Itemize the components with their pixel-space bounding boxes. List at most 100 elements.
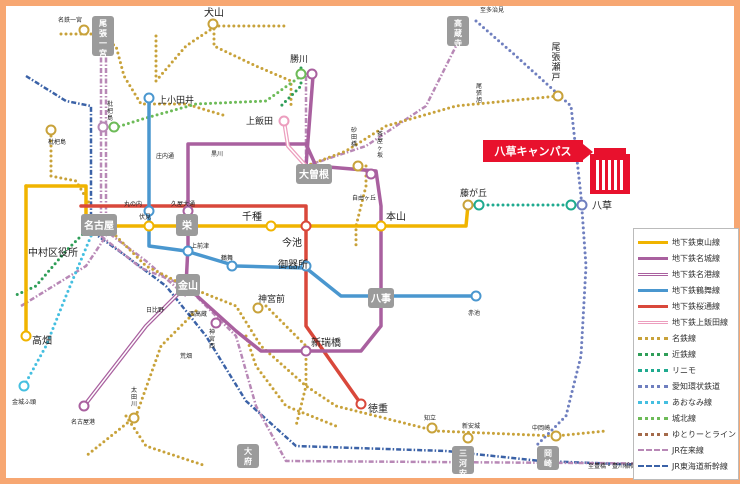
station-tsurumai — [226, 260, 238, 272]
box-sakae[interactable]: 栄 — [176, 214, 198, 236]
box-mikawa-anjo-char: 河 — [459, 458, 467, 468]
station-chiryu — [426, 422, 438, 434]
label-biwajima-char: 枇 — [107, 100, 113, 108]
station-takabata — [20, 330, 32, 342]
station-yakusa — [576, 199, 588, 211]
legend-item: ゆとりーとライン — [638, 427, 736, 441]
station-tokushige — [355, 398, 367, 410]
jr-tokaido-line — [99, 26, 727, 466]
box-obu[interactable]: 大府 — [237, 444, 259, 468]
label-shonai-dori: 庄内通 — [156, 152, 174, 160]
legend-label: 地下鉄名港線 — [672, 269, 720, 279]
legend-swatch — [638, 304, 668, 308]
campus-building-icon — [590, 148, 630, 194]
label-motoyama: 本山 — [386, 210, 406, 223]
label-sunadabashi-char: 橋 — [351, 140, 357, 148]
box-kozoji-char: 蔵 — [453, 28, 462, 38]
station-ota — [128, 412, 140, 424]
box-mikawa-anjo-bg — [452, 446, 474, 474]
box-okazaki-bg — [537, 446, 559, 470]
station-kamimaezu — [182, 245, 194, 257]
legend-swatch — [638, 288, 668, 292]
box-kanayama-bg — [176, 274, 200, 296]
box-obu-bg — [237, 444, 259, 468]
box-kozoji-char: 寺 — [454, 38, 462, 48]
legend-label: 愛知環状鉄道 — [672, 381, 720, 391]
label-jingu-nishi-char: 神 — [209, 328, 215, 336]
station-motoyama — [375, 220, 387, 232]
label-sunadabashi-char: 砂 — [351, 126, 357, 134]
station-nishi-takakura — [210, 317, 222, 329]
label-tsurumai: 鶴舞 — [221, 254, 233, 262]
label-sunadabashi: 砂田橋 — [351, 126, 357, 148]
station-katsukawa — [306, 68, 318, 80]
box-ozone-label: 大曽根 — [299, 168, 329, 181]
label-hibino: 日比野 — [146, 306, 164, 314]
label-toyohashi: 至豊橋・豊川稲荷 — [588, 462, 636, 470]
box-nagoya[interactable]: 名古屋 — [81, 214, 117, 236]
box-owari-ichinomiya-char: 宮 — [99, 48, 107, 58]
meijo-north — [304, 74, 315, 168]
campus-badge[interactable]: 八草キャンパス — [483, 140, 583, 162]
legend-label: 地下鉄鶴舞線 — [672, 285, 720, 295]
box-kozoji[interactable]: 高蔵寺 — [447, 16, 469, 48]
station-sukaguchi — [45, 124, 57, 136]
legend-label: 地下鉄上飯田線 — [672, 317, 728, 327]
box-nagoya-label: 名古屋 — [84, 219, 114, 232]
legend-label: JR東海道新幹線 — [672, 461, 728, 471]
box-sakae-bg — [176, 214, 198, 236]
label-nakaokazaki: 中岡崎 — [532, 424, 550, 432]
label-marunouchi: 丸の内 — [124, 200, 142, 208]
legend-item: 地下鉄桜通線 — [638, 299, 720, 313]
box-nagoya-bg — [81, 214, 117, 236]
label-jingu-nishi: 神宮西 — [209, 328, 215, 350]
station-fushimi — [143, 220, 155, 232]
station-nagoya-ko — [78, 400, 90, 412]
label-gokiso: 御器所 — [278, 258, 308, 271]
legend-swatch — [638, 272, 668, 276]
label-takabata: 高畑 — [32, 334, 52, 347]
legend-item: 地下鉄名城線 — [638, 251, 720, 265]
box-kozoji-char: 高 — [454, 18, 462, 28]
label-owari-asahi-char: 尾 — [476, 83, 482, 90]
station-kamiiida — [278, 115, 290, 127]
legend-item: JR在来線 — [638, 443, 704, 457]
legend-item: 近鉄線 — [638, 347, 696, 361]
jr-chuo-line — [304, 20, 468, 168]
label-jingu-mae: 神宮前 — [258, 293, 285, 305]
legend-item: JR東海道新幹線 — [638, 459, 728, 473]
box-kanayama[interactable]: 金山 — [176, 274, 200, 296]
label-chayagasaka-char: 茶 — [377, 130, 383, 138]
box-ozone-bg — [296, 164, 332, 184]
meitetsu-kowa — [124, 414, 208, 468]
label-chikusa: 千種 — [242, 210, 262, 223]
label-nishi-takakura: 西高蔵 — [189, 310, 207, 318]
box-okazaki[interactable]: 岡崎 — [537, 446, 559, 470]
box-kozoji-bg — [447, 16, 469, 46]
box-yagoto[interactable]: 八事 — [368, 288, 394, 308]
legend-swatch — [638, 256, 668, 260]
legend-swatch — [638, 352, 668, 356]
label-owari-seto-char: 戸 — [551, 72, 560, 83]
box-mikawa-anjo-char: 三 — [459, 449, 467, 458]
station-chayagasaka — [365, 168, 377, 180]
label-kuroikawa: 黒川 — [211, 151, 223, 158]
box-owari-ichinomiya-bg — [92, 16, 114, 56]
aichi-kanjo-line — [474, 19, 588, 448]
legend-label: ゆとりーとライン — [672, 429, 736, 439]
station-yakusa-l — [565, 199, 577, 211]
legend-swatch — [638, 465, 668, 467]
box-mikawa-anjo[interactable]: 三河安城 — [452, 446, 474, 484]
johoku-line — [112, 74, 303, 130]
meitetsu-inuyama2 — [212, 22, 293, 108]
box-ozone[interactable]: 大曽根 — [296, 164, 332, 184]
legend-label: 名鉄線 — [672, 333, 696, 343]
meitetsu-seto2 — [354, 164, 368, 248]
legend-label: 地下鉄桜通線 — [672, 301, 720, 311]
meitetsu-mikawa — [264, 304, 308, 428]
label-owari-asahi-char: 張 — [476, 90, 482, 97]
station-jingu-mae — [252, 302, 264, 314]
label-chayagasaka-char: 屋 — [377, 138, 383, 145]
